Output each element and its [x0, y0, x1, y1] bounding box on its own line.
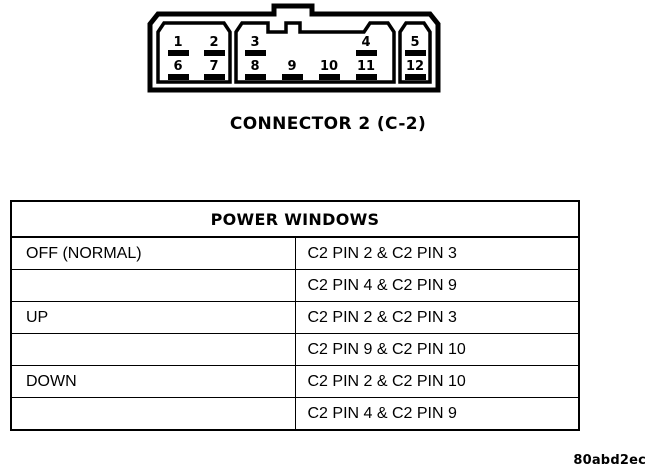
pin-slot-1: [168, 50, 189, 56]
pin-number-2: 2: [209, 35, 218, 50]
pin-number-7: 7: [209, 59, 218, 74]
figure-code: 80abd2ec: [573, 453, 646, 468]
connector-illustration: 1 2 6 7 3 4 8 9 10 11 5 12: [147, 3, 441, 93]
table-row: OFF (NORMAL)C2 PIN 2 & C2 PIN 3: [10, 236, 580, 270]
pin-slot-3: [245, 50, 266, 56]
pin-number-6: 6: [173, 59, 182, 74]
pin-slot-6: [168, 74, 189, 80]
row-value-cell: C2 PIN 2 & C2 PIN 3: [294, 301, 580, 334]
pin-slot-5: [405, 50, 426, 56]
row-label-cell: OFF (NORMAL): [10, 236, 296, 270]
row-label-cell: UP: [10, 301, 296, 334]
table-row: C2 PIN 4 & C2 PIN 9: [10, 269, 580, 302]
left-chamber-cavity: [156, 21, 232, 84]
row-value-cell: C2 PIN 9 & C2 PIN 10: [294, 333, 580, 366]
pin-number-4: 4: [361, 35, 370, 50]
row-label-cell: DOWN: [10, 365, 296, 398]
connector-diagram: 1 2 6 7 3 4 8 9 10 11 5 12: [140, 2, 480, 107]
pin-number-10: 10: [320, 59, 338, 74]
pin-slot-8: [245, 74, 266, 80]
pin-number-1: 1: [173, 35, 182, 50]
row-value-cell: C2 PIN 4 & C2 PIN 9: [294, 269, 580, 302]
row-value-cell: C2 PIN 2 & C2 PIN 3: [294, 236, 580, 270]
pin-number-3: 3: [250, 35, 259, 50]
pin-number-8: 8: [250, 59, 259, 74]
pin-slot-7: [204, 74, 225, 80]
pin-number-11: 11: [357, 59, 375, 74]
row-label-cell: [10, 269, 296, 302]
row-label-cell: [10, 333, 296, 366]
table-header-row: POWER WINDOWS: [10, 200, 580, 238]
pin-number-5: 5: [410, 35, 419, 50]
table-title: POWER WINDOWS: [10, 200, 580, 238]
pin-slot-2: [204, 50, 225, 56]
connector-caption: CONNECTOR 2 (C-2): [229, 114, 427, 134]
row-label-cell: [10, 397, 296, 431]
pin-slot-10: [319, 74, 340, 80]
center-chamber-cavity: [234, 21, 396, 84]
pin-slot-9: [282, 74, 303, 80]
pin-slot-4: [356, 50, 377, 56]
pin-number-9: 9: [287, 59, 296, 74]
table-body: POWER WINDOWS OFF (NORMAL)C2 PIN 2 & C2 …: [10, 200, 580, 431]
table-row: C2 PIN 4 & C2 PIN 9: [10, 397, 580, 431]
row-value-cell: C2 PIN 2 & C2 PIN 10: [294, 365, 580, 398]
pin-number-12: 12: [406, 59, 424, 74]
power-windows-table: POWER WINDOWS OFF (NORMAL)C2 PIN 2 & C2 …: [10, 200, 580, 431]
table-row: C2 PIN 9 & C2 PIN 10: [10, 333, 580, 366]
pin-slot-12: [405, 74, 426, 80]
pin-slot-11: [356, 74, 377, 80]
row-value-cell: C2 PIN 4 & C2 PIN 9: [294, 397, 580, 431]
